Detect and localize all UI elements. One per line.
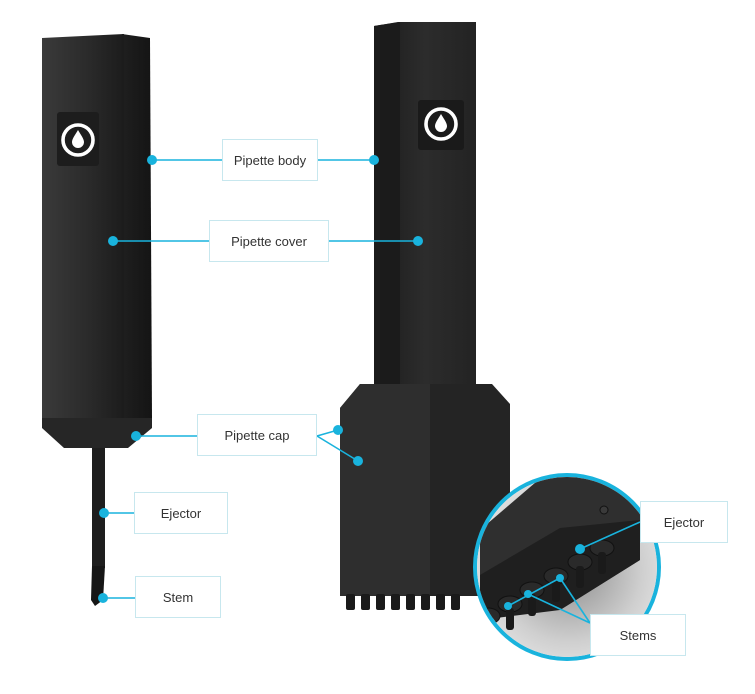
marker-dot <box>147 155 157 165</box>
right-pipette-side <box>374 22 400 384</box>
left-logo-icon <box>61 123 95 157</box>
marker-dot <box>99 508 109 518</box>
right-pipette-cap-front <box>340 384 430 596</box>
label-pipette-body: Pipette body <box>222 139 318 181</box>
left-pipette-side <box>122 34 152 418</box>
marker-dot <box>556 574 564 582</box>
marker-dot <box>131 431 141 441</box>
left-pipette <box>42 34 152 606</box>
label-stems: Stems <box>590 614 686 656</box>
callout-ejector-right <box>575 521 641 554</box>
marker-dot <box>108 236 118 246</box>
callout-pipette-body <box>147 155 379 165</box>
callout-stems <box>504 574 591 624</box>
right-logo-icon <box>424 107 458 141</box>
marker-dot <box>413 236 423 246</box>
callout-stem <box>98 593 135 603</box>
left-pipette-cap <box>42 418 152 448</box>
zoom-inset <box>473 473 661 661</box>
label-pipette-cover: Pipette cover <box>209 220 329 262</box>
marker-dot <box>524 590 532 598</box>
marker-dot <box>333 425 343 435</box>
marker-dot <box>575 544 585 554</box>
left-pipette-body <box>42 34 124 418</box>
marker-dot <box>353 456 363 466</box>
left-pipette-ejector <box>92 448 105 568</box>
callout-pipette-cover <box>108 236 423 246</box>
label-ejector-right: Ejector <box>640 501 728 543</box>
marker-dot <box>98 593 108 603</box>
right-pipette <box>340 22 510 610</box>
callout-pipette-cap <box>131 425 363 466</box>
right-pipette-stems <box>346 594 460 610</box>
marker-dot <box>369 155 379 165</box>
callout-ejector-left <box>99 508 134 518</box>
label-stem: Stem <box>135 576 221 618</box>
marker-dot <box>504 602 512 610</box>
label-pipette-cap: Pipette cap <box>197 414 317 456</box>
label-ejector-left: Ejector <box>134 492 228 534</box>
